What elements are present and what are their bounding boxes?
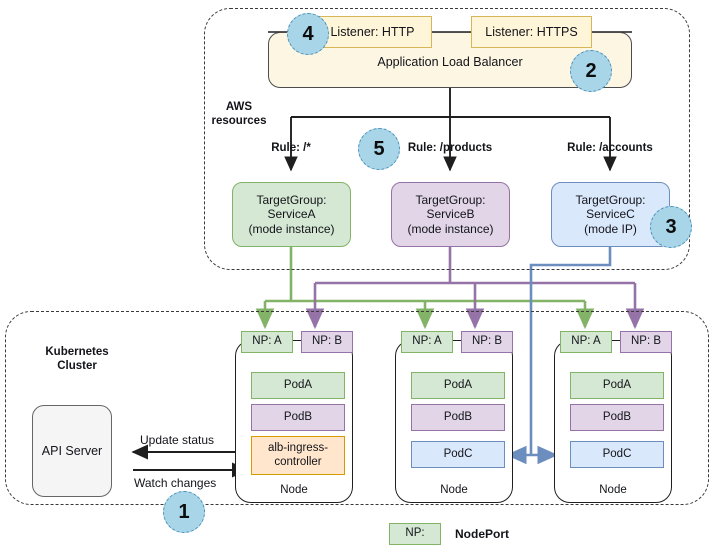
node-3-nodeport-a[interactable]: NP: A: [560, 331, 612, 353]
aws-resources-label: AWS resources: [200, 100, 278, 129]
node-2-pod-a[interactable]: PodA: [411, 372, 505, 399]
target-group-servicea[interactable]: TargetGroup: ServiceA (mode instance): [232, 182, 351, 247]
node-3-np-a-label: NP: A: [571, 335, 601, 348]
node-2-np-a-label: NP: A: [412, 335, 442, 348]
listener-https[interactable]: Listener: HTTPS: [471, 16, 592, 48]
node-3-nodeport-b[interactable]: NP: B: [620, 331, 672, 353]
legend-nodeport-value: NodePort: [455, 527, 509, 541]
node-2-caption: Node: [440, 484, 468, 496]
k8s-label-line1: Kubernetes: [45, 346, 109, 358]
node-3-np-b-label: NP: B: [630, 335, 662, 348]
kubernetes-cluster-group: [5, 311, 709, 505]
tg-c-line2: ServiceC: [586, 207, 635, 222]
step-badge-1-number: 1: [178, 500, 190, 523]
node-2-pod-b[interactable]: PodB: [411, 404, 505, 431]
rule-accounts-text: Rule: /accounts: [567, 142, 653, 154]
step-badge-2[interactable]: 2: [570, 50, 612, 92]
tg-a-line1: TargetGroup:: [256, 193, 327, 208]
node-2-nodeport-b[interactable]: NP: B: [461, 331, 513, 353]
node-3-pod-c-label: PodC: [602, 447, 632, 460]
update-status-text: Update status: [140, 433, 215, 447]
node-3-pod-a[interactable]: PodA: [570, 372, 664, 399]
node-3-caption: Node: [599, 484, 627, 496]
node-1-np-a-label: NP: A: [252, 335, 282, 348]
node-3-pod-b-label: PodB: [602, 410, 632, 423]
node-1-nodeport-a[interactable]: NP: A: [241, 331, 293, 353]
alb-ingress-controller-line2: controller: [274, 455, 322, 468]
kubernetes-cluster-label: Kubernetes Cluster: [22, 345, 132, 374]
target-group-serviceb[interactable]: TargetGroup: ServiceB (mode instance): [391, 182, 510, 247]
step-badge-3[interactable]: 3: [650, 206, 692, 248]
tg-b-line3: (mode instance): [407, 221, 494, 236]
node-2-pod-c[interactable]: PodC: [411, 441, 505, 468]
legend-nodeport-text: NodePort: [455, 527, 509, 541]
node-2-nodeport-a[interactable]: NP: A: [401, 331, 453, 353]
aws-resources-group: [204, 8, 690, 270]
listener-https-label: Listener: HTTPS: [485, 24, 578, 39]
tg-c-line1: TargetGroup:: [575, 193, 646, 208]
node-3-pod-b[interactable]: PodB: [570, 404, 664, 431]
node-1-np-b-label: NP: B: [311, 335, 343, 348]
alb-ingress-controller-line1: alb-ingress-: [267, 442, 329, 455]
node-3-pod-a-label: PodA: [602, 378, 632, 391]
node-2-pod-a-label: PodA: [443, 378, 473, 391]
legend-nodeport-swatch: NP:: [389, 523, 441, 545]
tg-b-line1: TargetGroup:: [415, 193, 486, 208]
tg-a-line2: ServiceA: [267, 207, 316, 222]
node-1-pod-a[interactable]: PodA: [251, 372, 345, 399]
node-2-np-b-label: NP: B: [471, 335, 503, 348]
target-group-servicec[interactable]: TargetGroup: ServiceC (mode IP): [551, 182, 670, 247]
watch-changes-text: Watch changes: [134, 476, 217, 490]
rule-label-products: Rule: /products: [390, 142, 510, 154]
step-badge-1[interactable]: 1: [163, 491, 205, 533]
step-badge-3-number: 3: [665, 215, 677, 238]
rule-wildcard-text: Rule: /*: [271, 142, 311, 154]
watch-changes-label: Watch changes: [134, 476, 216, 490]
step-badge-4-number: 4: [302, 22, 314, 45]
step-badge-4[interactable]: 4: [287, 13, 329, 55]
update-status-label: Update status: [140, 433, 214, 447]
node-1-nodeport-b[interactable]: NP: B: [301, 331, 353, 353]
step-badge-5-number: 5: [373, 137, 385, 160]
node-1-pod-b[interactable]: PodB: [251, 404, 345, 431]
api-server-label: API Server: [41, 443, 103, 458]
step-badge-2-number: 2: [585, 59, 597, 82]
tg-b-line2: ServiceB: [426, 207, 475, 222]
rule-label-wildcard: Rule: /*: [231, 142, 351, 154]
k8s-label-line2: Cluster: [57, 360, 97, 373]
node-1-pod-a-label: PodA: [283, 378, 313, 391]
api-server[interactable]: API Server: [32, 405, 112, 497]
rule-label-accounts: Rule: /accounts: [550, 142, 670, 154]
node-3-pod-c[interactable]: PodC: [570, 441, 664, 468]
node-1-caption: Node: [280, 484, 308, 496]
node-1-pod-b-label: PodB: [283, 410, 313, 423]
listener-http[interactable]: Listener: HTTP: [313, 16, 432, 48]
alb-title: Application Load Balancer: [377, 55, 523, 69]
node-1-alb-ingress-controller[interactable]: alb-ingress- controller: [251, 436, 345, 475]
listener-http-label: Listener: HTTP: [330, 24, 415, 39]
tg-a-line3: (mode instance): [248, 221, 335, 236]
node-2-pod-c-label: PodC: [443, 447, 473, 460]
step-badge-5[interactable]: 5: [358, 128, 400, 170]
aws-resources-label-line2: resources: [211, 115, 267, 128]
tg-c-line3: (mode IP): [584, 221, 637, 236]
aws-resources-label-line1: AWS: [225, 101, 253, 113]
legend-swatch-label: NP:: [405, 527, 425, 540]
rule-products-text: Rule: /products: [407, 142, 493, 154]
node-2-pod-b-label: PodB: [443, 410, 473, 423]
